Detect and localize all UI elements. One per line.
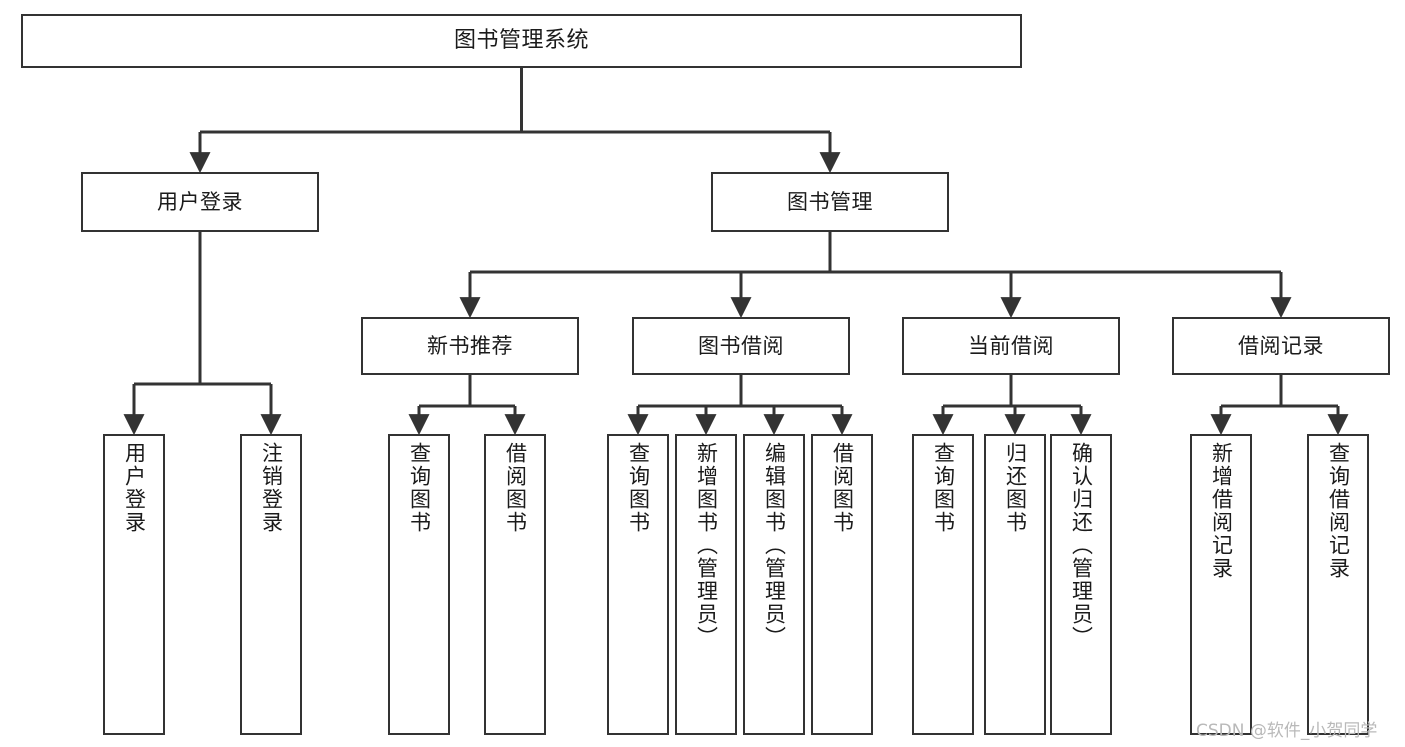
leaf-node-label: 查询图书 — [407, 442, 432, 534]
leaf-node-label: 查询图书 — [931, 442, 956, 534]
leaf-node-1[interactable]: 注销登录 — [240, 434, 302, 735]
leaf-node-label: 新增图书（管理员） — [694, 442, 719, 649]
level1-node-label: 用户登录 — [157, 189, 243, 214]
leaf-node-label: 用户登录 — [122, 442, 147, 534]
level2-node-label: 新书推荐 — [427, 333, 513, 358]
leaf-node-12[interactable]: 查询借阅记录 — [1307, 434, 1369, 735]
leaf-node-0[interactable]: 用户登录 — [103, 434, 165, 735]
level2-node-3[interactable]: 借阅记录 — [1172, 317, 1390, 375]
leaf-node-label: 借阅图书 — [830, 442, 855, 534]
watermark-text: CSDN @软件_小贺同学 — [1196, 721, 1378, 741]
leaf-node-label: 确认归还（管理员） — [1069, 442, 1094, 649]
level2-node-0[interactable]: 新书推荐 — [361, 317, 579, 375]
level2-node-1[interactable]: 图书借阅 — [632, 317, 850, 375]
leaf-node-11[interactable]: 新增借阅记录 — [1190, 434, 1252, 735]
root-node-0[interactable]: 图书管理系统 — [21, 14, 1022, 68]
level2-node-label: 借阅记录 — [1238, 333, 1324, 358]
leaf-node-4[interactable]: 查询图书 — [607, 434, 669, 735]
leaf-node-2[interactable]: 查询图书 — [388, 434, 450, 735]
level1-node-0[interactable]: 用户登录 — [81, 172, 319, 232]
leaf-node-7[interactable]: 借阅图书 — [811, 434, 873, 735]
leaf-node-label: 查询图书 — [626, 442, 651, 534]
leaf-node-label: 借阅图书 — [503, 442, 528, 534]
leaf-node-8[interactable]: 查询图书 — [912, 434, 974, 735]
level2-node-2[interactable]: 当前借阅 — [902, 317, 1120, 375]
leaf-node-6[interactable]: 编辑图书（管理员） — [743, 434, 805, 735]
level1-node-label: 图书管理 — [787, 189, 873, 214]
leaf-node-9[interactable]: 归还图书 — [984, 434, 1046, 735]
level1-node-1[interactable]: 图书管理 — [711, 172, 949, 232]
leaf-node-label: 注销登录 — [259, 442, 284, 534]
leaf-node-5[interactable]: 新增图书（管理员） — [675, 434, 737, 735]
level2-node-label: 图书借阅 — [698, 333, 784, 358]
leaf-node-3[interactable]: 借阅图书 — [484, 434, 546, 735]
root-node-label: 图书管理系统 — [453, 28, 589, 54]
leaf-node-label: 新增借阅记录 — [1209, 442, 1234, 580]
level2-node-label: 当前借阅 — [968, 333, 1054, 358]
leaf-node-label: 编辑图书（管理员） — [762, 442, 787, 649]
leaf-node-10[interactable]: 确认归还（管理员） — [1050, 434, 1112, 735]
leaf-node-label: 归还图书 — [1003, 442, 1028, 534]
leaf-node-label: 查询借阅记录 — [1326, 442, 1351, 580]
